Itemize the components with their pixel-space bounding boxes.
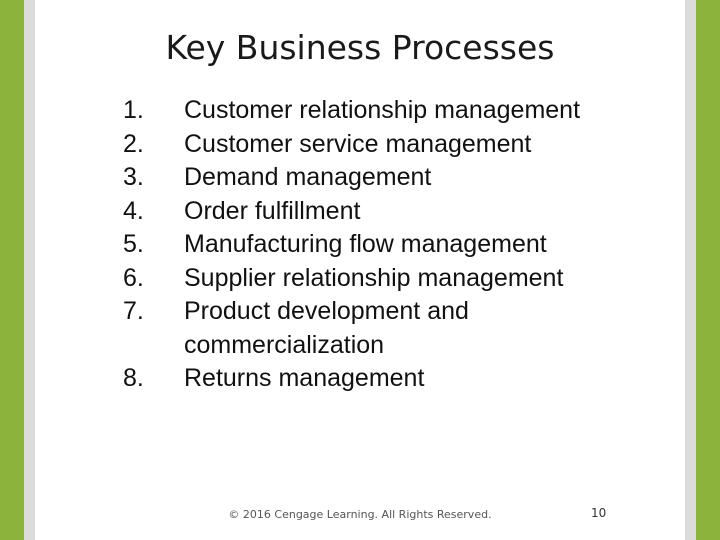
- list-item: 2. Customer service management: [0, 128, 720, 162]
- list-item-text: Customer relationship management: [184, 96, 581, 124]
- list-item-text: Returns management: [184, 364, 425, 392]
- list-item-text: Supplier relationship management: [184, 263, 564, 292]
- right-border-stripe: [685, 0, 696, 540]
- list-item-number: 4.: [123, 196, 144, 225]
- page-number: 10: [591, 506, 607, 520]
- list-item-number: 8.: [123, 364, 144, 392]
- process-list: 1. Customer relationship management 2. C…: [0, 94, 720, 396]
- slide-title: Key Business Processes: [165, 28, 555, 67]
- list-item: 1. Customer relationship management: [0, 94, 720, 128]
- copyright-footer: © 2016 Cengage Learning. All Rights Rese…: [228, 508, 492, 521]
- list-item: 6. Supplier relationship management: [0, 262, 720, 296]
- list-item: 5. Manufacturing flow management: [0, 228, 720, 262]
- list-item: 4. Order fulfillment: [0, 195, 720, 229]
- list-item-text: Customer service management: [184, 129, 532, 158]
- list-item-text: Manufacturing flow management: [184, 230, 547, 258]
- list-item-number: 3.: [123, 163, 144, 191]
- list-item: 7. Product development and commercializa…: [0, 295, 720, 362]
- list-item: 3. Demand management: [0, 161, 720, 195]
- left-accent-bar: [0, 0, 24, 540]
- list-item-number: 6.: [123, 263, 144, 292]
- list-item-text: Product development and commercializatio…: [184, 297, 469, 359]
- right-accent-bar: [696, 0, 720, 540]
- list-item-text: Order fulfillment: [184, 196, 361, 225]
- left-border-stripe: [24, 0, 35, 540]
- list-item-number: 5.: [123, 230, 144, 258]
- list-item-number: 7.: [123, 297, 144, 325]
- list-item: 8. Returns management: [0, 362, 720, 396]
- list-item-number: 2.: [123, 129, 144, 158]
- list-item-text: Demand management: [184, 163, 432, 191]
- list-item-number: 1.: [123, 96, 144, 124]
